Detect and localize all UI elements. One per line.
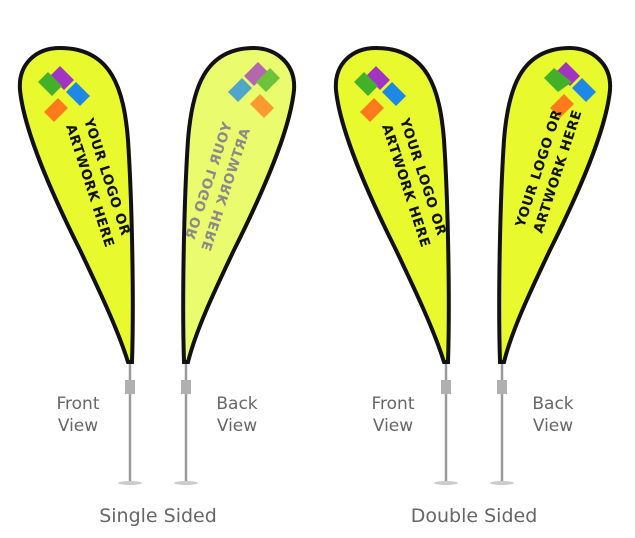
pole-base bbox=[497, 380, 507, 394]
double-sided-label: Double Sided bbox=[410, 505, 538, 527]
pole-foot bbox=[434, 481, 458, 485]
single-sided-label: Single Sided bbox=[99, 505, 217, 527]
flag-double-back: YOUR LOGO OR ARTWORK HERE bbox=[490, 46, 613, 485]
pole-foot bbox=[490, 481, 514, 485]
view-label-line1: Back bbox=[216, 394, 258, 414]
view-label-line2: View bbox=[57, 416, 99, 436]
logo-icon bbox=[354, 66, 406, 122]
flag-single-front: YOUR LOGO OR ARTWORK HERE bbox=[17, 46, 142, 485]
view-label-line2: View bbox=[216, 416, 258, 436]
view-label-line1: Front bbox=[371, 394, 415, 414]
view-label-line1: Front bbox=[56, 394, 100, 414]
pole-foot bbox=[118, 481, 142, 485]
flag-double-front: YOUR LOGO OR ARTWORK HERE bbox=[333, 46, 458, 485]
pole-base bbox=[441, 380, 451, 394]
flag-single-back: YOUR LOGO OR ARTWORK HERE bbox=[174, 46, 297, 485]
front-view-label: Front View bbox=[348, 393, 438, 437]
pole-foot bbox=[174, 481, 198, 485]
front-view-label: Front View bbox=[33, 393, 123, 437]
logo-icon bbox=[38, 66, 90, 122]
logo-icon bbox=[544, 62, 596, 118]
view-label-line2: View bbox=[532, 416, 574, 436]
back-view-label: Back View bbox=[192, 393, 282, 437]
back-view-label: Back View bbox=[508, 393, 598, 437]
pole-base bbox=[181, 380, 191, 394]
view-label-line2: View bbox=[372, 416, 414, 436]
logo-icon bbox=[228, 62, 280, 118]
view-label-line1: Back bbox=[532, 394, 574, 414]
pole-base bbox=[125, 380, 135, 394]
